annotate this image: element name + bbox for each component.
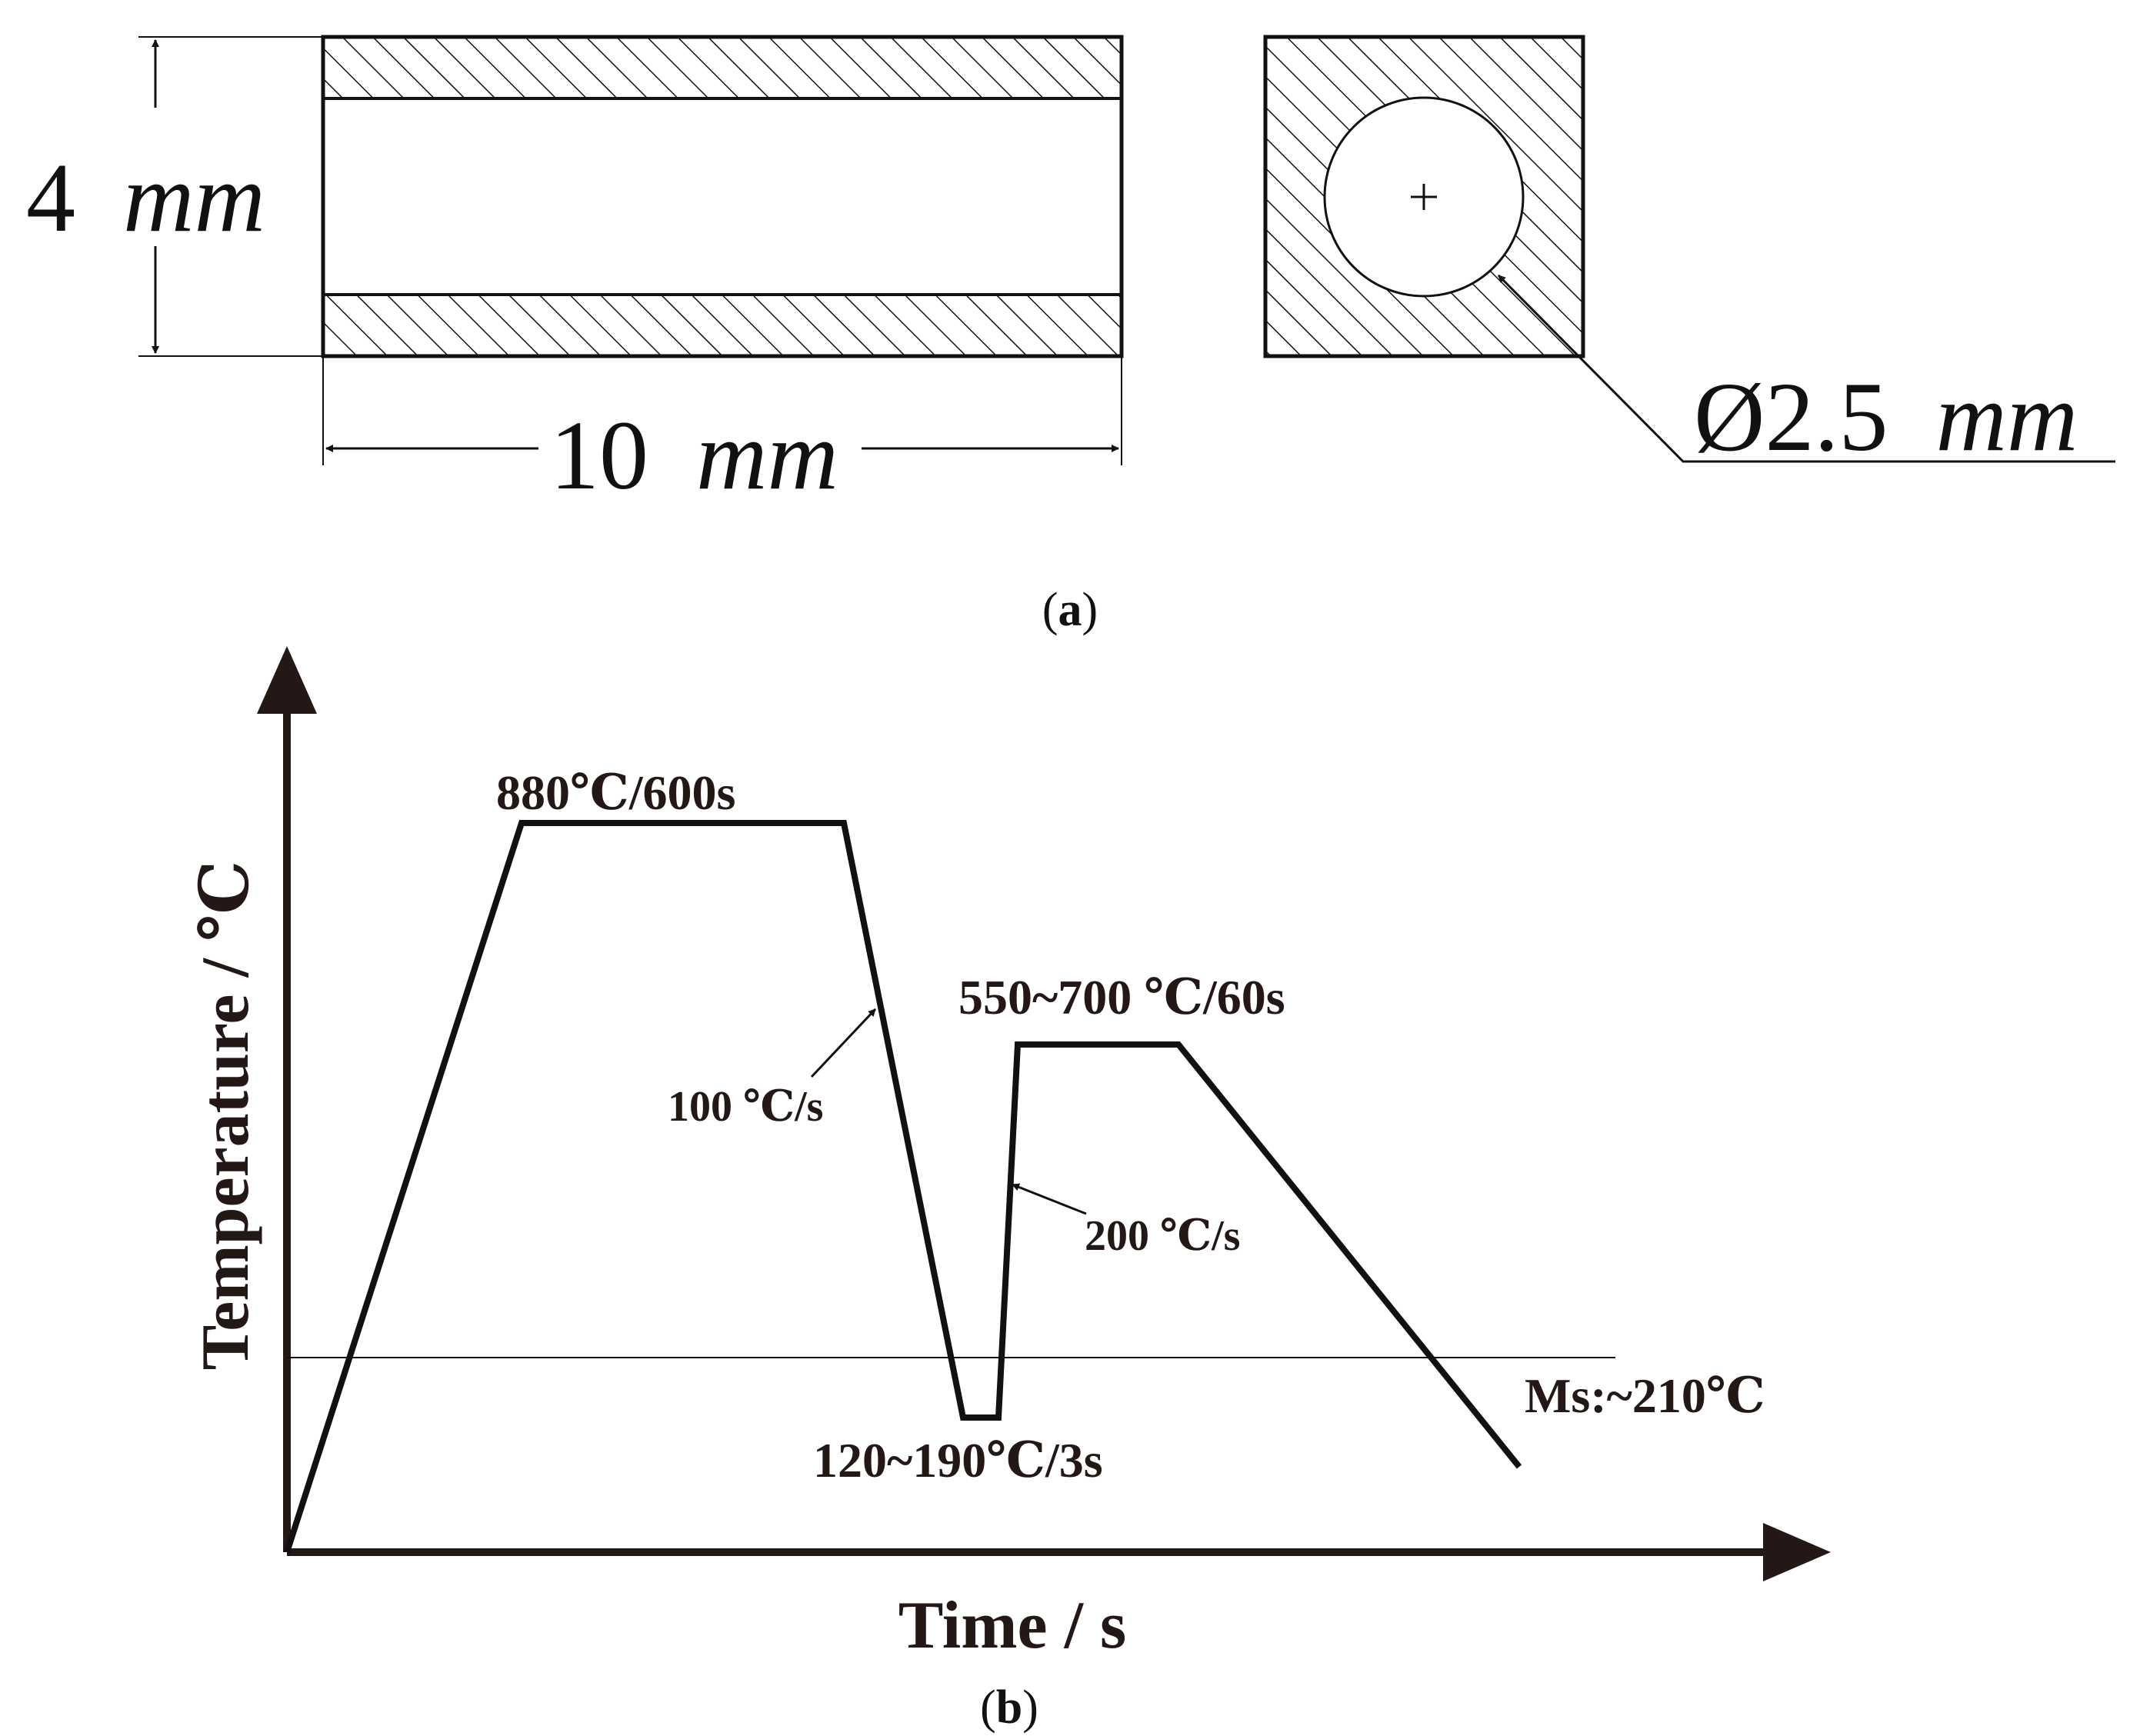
cross-section: Ø2.5 mm: [1263, 35, 2115, 471]
austenitize-label: 880℃/600s: [496, 765, 735, 820]
top-wall-hatch: [322, 35, 1123, 100]
longitudinal-section: [321, 35, 1124, 358]
height-label: 4 mm: [26, 143, 265, 252]
x-axis-arrowhead: [1763, 1523, 1831, 1581]
partition-label: 550~700 ℃/60s: [958, 970, 1285, 1025]
caption-a: (a): [1042, 584, 1098, 636]
diameter-label: Ø2.5 mm: [1694, 362, 2078, 471]
y-axis-title: Temperature / ℃: [188, 861, 263, 1371]
temperature-profile: [284, 820, 1522, 1554]
x-axis-title: Time / s: [898, 1588, 1127, 1663]
y-axis-arrowhead: [257, 646, 317, 714]
section-outline: [321, 35, 1124, 358]
diameter-value: Ø2.5: [1694, 362, 1888, 471]
cool-rate-arrow: [810, 1008, 877, 1078]
caption-b: (b): [980, 1681, 1038, 1734]
diameter-unit: mm: [1935, 362, 2078, 471]
cool-rate-label: 100 ℃/s: [668, 1083, 823, 1131]
length-unit: mm: [696, 401, 838, 510]
bottom-wall-hatch: [322, 293, 1123, 358]
height-value: 4: [26, 143, 75, 252]
ms-label: Ms:~210℃: [1525, 1368, 1765, 1423]
reheat-rate-arrow: [1012, 1183, 1087, 1215]
length-label: 10 mm: [550, 401, 838, 510]
reheat-rate-label: 200 ℃/s: [1085, 1212, 1240, 1260]
quench-label: 120~190℃/3s: [813, 1433, 1103, 1488]
height-dimension: 4 mm: [26, 36, 323, 357]
diameter-leader-line: [1497, 274, 2115, 463]
length-value: 10: [550, 401, 648, 510]
panel-b: 880℃/600s 100 ℃/s 120~190℃/3s 200 ℃/s 55…: [188, 646, 1831, 1734]
length-dimension: 10 mm: [322, 356, 1122, 510]
panel-a: 4 mm 10 mm Ø2.5 mm (: [26, 35, 2115, 636]
height-unit: mm: [123, 143, 265, 252]
